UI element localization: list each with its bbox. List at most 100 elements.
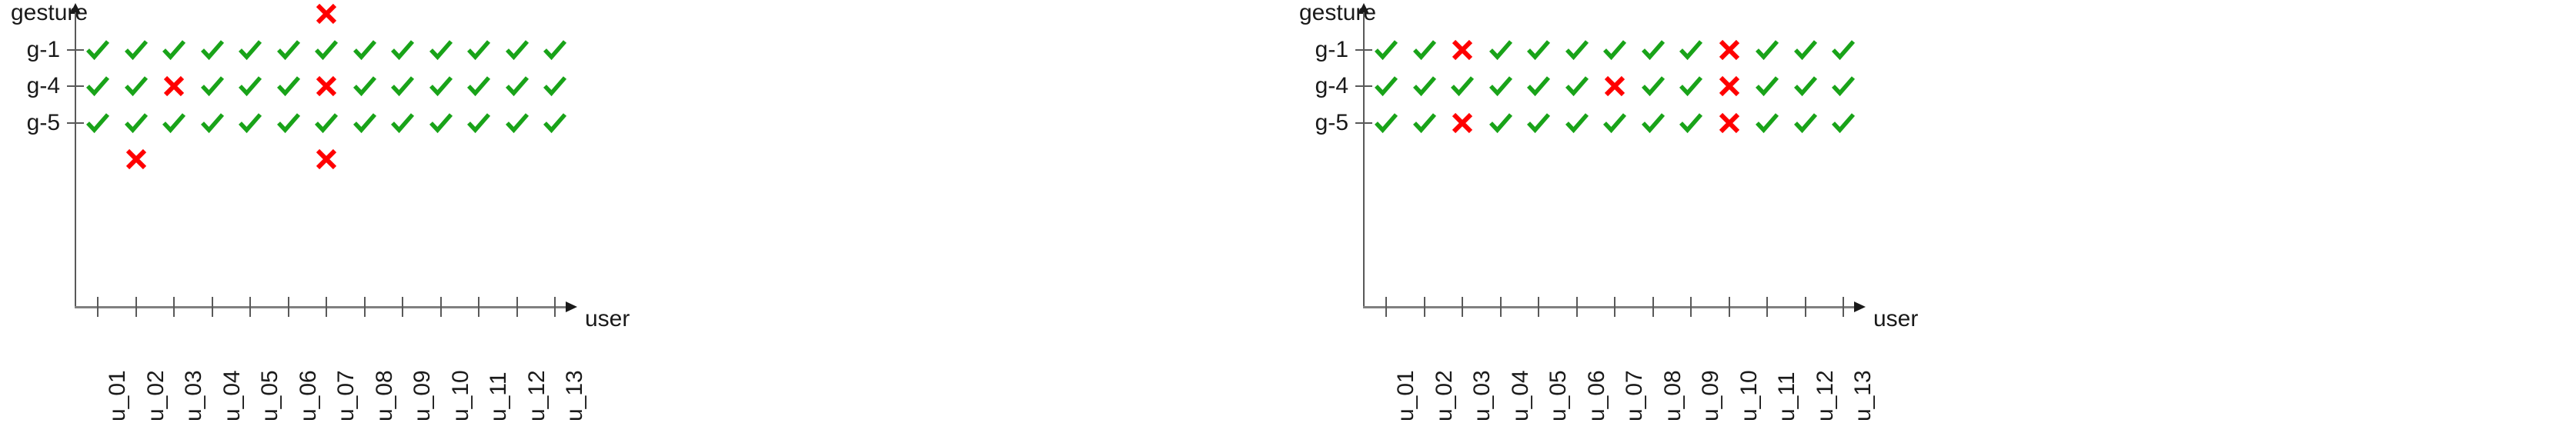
check-mark-icon xyxy=(1562,71,1592,102)
check-mark-icon xyxy=(1790,35,1821,65)
x-tick-label: u_10 xyxy=(447,370,473,421)
check-mark-icon xyxy=(387,108,418,138)
check-mark-icon xyxy=(1638,35,1669,65)
x-tick-label: u_08 xyxy=(371,370,397,421)
x-tick xyxy=(1423,297,1425,317)
cross-mark-icon xyxy=(159,71,189,102)
x-tick xyxy=(439,297,442,317)
check-mark-icon xyxy=(1562,35,1592,65)
check-mark-icon xyxy=(159,108,189,138)
x-axis-title: user xyxy=(585,306,630,331)
x-axis-line xyxy=(1363,306,1856,308)
check-mark-icon xyxy=(387,71,418,102)
x-tick xyxy=(1690,297,1692,317)
y-tick xyxy=(67,122,84,124)
x-tick xyxy=(1538,297,1539,317)
check-mark-icon xyxy=(349,108,380,138)
check-mark-icon xyxy=(159,35,189,65)
cross-mark-icon xyxy=(1447,108,1478,138)
y-tick-label: g-5 xyxy=(1315,110,1348,135)
cross-mark-icon xyxy=(121,144,152,175)
check-mark-icon xyxy=(235,71,266,102)
check-mark-icon xyxy=(311,108,342,138)
x-tick-label: u_04 xyxy=(219,370,245,421)
y-tick xyxy=(1355,49,1372,51)
axis-arrow-up-icon xyxy=(1358,3,1369,14)
check-mark-icon xyxy=(1485,71,1516,102)
check-mark-icon xyxy=(426,71,456,102)
x-tick-label: u_11 xyxy=(486,371,511,421)
check-mark-icon xyxy=(1599,108,1630,138)
y-tick xyxy=(1355,122,1372,124)
check-mark-icon xyxy=(349,71,380,102)
check-mark-icon xyxy=(1447,71,1478,102)
cross-mark-icon xyxy=(1447,35,1478,65)
y-tick-label: g-5 xyxy=(26,110,60,135)
axis-arrow-right-icon xyxy=(1854,301,1866,312)
check-mark-icon xyxy=(82,108,113,138)
x-tick-label: u_01 xyxy=(1393,370,1418,421)
check-mark-icon xyxy=(1676,35,1706,65)
x-tick xyxy=(554,297,556,317)
check-mark-icon xyxy=(463,71,494,102)
check-mark-icon xyxy=(273,71,304,102)
y-tick xyxy=(67,85,84,87)
check-mark-icon xyxy=(1676,108,1706,138)
x-tick xyxy=(1499,297,1502,317)
x-tick-label: u_05 xyxy=(1545,370,1571,421)
check-mark-icon xyxy=(426,35,456,65)
axis-arrow-right-icon xyxy=(566,301,577,312)
x-tick-label: u_03 xyxy=(1469,370,1495,421)
x-tick-label: u_02 xyxy=(142,370,169,421)
check-mark-icon xyxy=(1790,108,1821,138)
check-mark-icon xyxy=(1828,108,1859,138)
y-tick xyxy=(67,49,84,51)
x-tick xyxy=(1804,297,1806,317)
x-tick-label: u_05 xyxy=(257,370,282,421)
y-axis-line xyxy=(75,12,76,308)
check-mark-icon xyxy=(1485,35,1516,65)
x-tick xyxy=(211,297,213,317)
axis-arrow-up-icon xyxy=(70,3,81,14)
check-mark-icon xyxy=(1752,35,1782,65)
check-mark-icon xyxy=(1371,108,1402,138)
check-mark-icon xyxy=(1790,71,1821,102)
check-mark-icon xyxy=(197,35,228,65)
check-mark-icon xyxy=(502,35,533,65)
check-mark-icon xyxy=(197,71,228,102)
y-tick-label: g-4 xyxy=(26,73,60,98)
check-mark-icon xyxy=(121,108,152,138)
x-tick-label: u_06 xyxy=(1583,370,1609,421)
y-tick-label: g-4 xyxy=(1315,73,1348,98)
y-tick-label: g-1 xyxy=(1315,37,1348,62)
check-mark-icon xyxy=(1409,71,1440,102)
x-tick-label: u_08 xyxy=(1659,370,1686,421)
check-mark-icon xyxy=(463,35,494,65)
y-tick-label: g-1 xyxy=(26,37,60,62)
x-tick xyxy=(1843,297,1844,317)
check-mark-icon xyxy=(1523,108,1554,138)
x-tick xyxy=(1385,297,1387,317)
x-tick-label: u_07 xyxy=(333,370,359,421)
check-mark-icon xyxy=(311,35,342,65)
x-tick xyxy=(1766,297,1768,317)
cross-mark-icon xyxy=(1714,35,1745,65)
check-mark-icon xyxy=(540,71,570,102)
check-mark-icon xyxy=(1409,108,1440,138)
check-mark-icon xyxy=(1638,71,1669,102)
x-tick-label: u_09 xyxy=(1698,370,1723,421)
check-mark-icon xyxy=(1599,35,1630,65)
x-axis-line xyxy=(75,306,567,308)
y-axis-line xyxy=(1363,12,1365,308)
check-mark-icon xyxy=(463,108,494,138)
x-tick xyxy=(1462,297,1463,317)
check-mark-icon xyxy=(1409,35,1440,65)
check-mark-icon xyxy=(426,108,456,138)
x-tick xyxy=(402,297,403,317)
x-tick xyxy=(173,297,175,317)
x-tick-label: u_13 xyxy=(1850,370,1876,421)
x-tick-label: u_02 xyxy=(1431,370,1457,421)
x-tick xyxy=(363,297,366,317)
check-mark-icon xyxy=(82,35,113,65)
